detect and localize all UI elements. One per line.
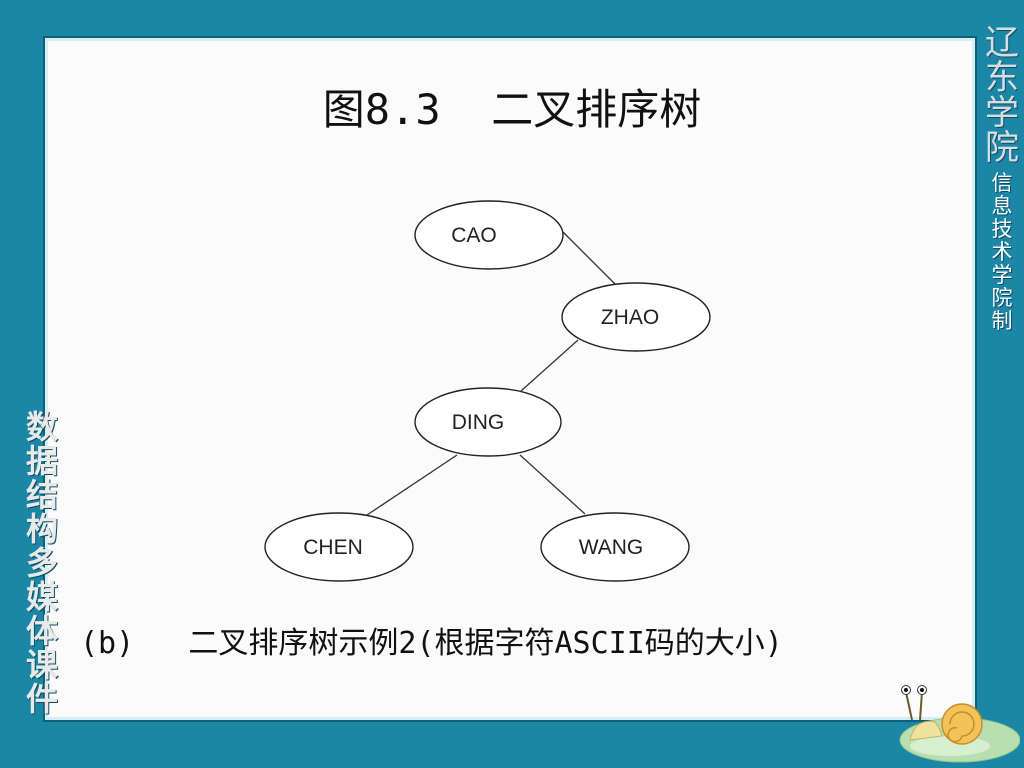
figure-caption: (b) 二叉排序树示例2(根据字符ASCII码的大小) <box>80 626 783 661</box>
course-char: 体 <box>25 612 58 650</box>
institution-watermark: 辽 东 学 院 信 息 技 术 学 院 制 <box>982 26 1022 333</box>
course-char: 媒 <box>25 578 58 616</box>
institution-char: 院 <box>985 128 1019 168</box>
slide-panel <box>45 38 975 720</box>
edge-ding-wang <box>519 454 586 515</box>
node-label-ding: DING <box>452 411 505 434</box>
edge-cao-zhao <box>562 231 619 288</box>
course-watermark: 数 据 结 构 多 媒 体 课 件 <box>18 410 66 716</box>
node-label-chen: CHEN <box>303 536 363 559</box>
institution-char: 学 <box>985 93 1019 133</box>
institution-char: 东 <box>985 58 1019 98</box>
node-label-wang: WANG <box>579 536 644 559</box>
department-char: 院 <box>991 286 1013 310</box>
tree-edges <box>366 231 619 516</box>
institution-char: 辽 <box>985 23 1019 63</box>
department-char: 技 <box>991 217 1013 241</box>
course-char: 课 <box>25 646 58 684</box>
course-char: 件 <box>25 680 58 718</box>
course-char: 数 <box>25 408 58 446</box>
department-char: 息 <box>991 194 1013 218</box>
course-char: 构 <box>25 510 58 548</box>
course-char: 多 <box>25 544 58 582</box>
node-label-cao: CAO <box>451 224 497 247</box>
tree-node-ding: DING <box>414 387 562 457</box>
course-char: 结 <box>25 476 58 514</box>
edge-ding-chen <box>366 454 458 516</box>
department-char: 学 <box>991 263 1013 287</box>
department-label: 信 息 技 术 学 院 制 <box>992 172 1013 333</box>
tree-node-cao: CAO <box>414 200 564 270</box>
course-char: 据 <box>25 442 58 480</box>
department-char: 信 <box>991 171 1013 195</box>
edge-zhao-ding <box>520 339 579 392</box>
snail-mascot-icon <box>899 685 1020 763</box>
department-char: 术 <box>991 240 1013 264</box>
tree-node-wang: WANG <box>540 512 690 582</box>
tree-node-chen: CHEN <box>264 512 414 582</box>
department-char: 制 <box>991 309 1013 333</box>
tree-node-zhao: ZHAO <box>561 282 711 352</box>
slide-title: 图8.3 二叉排序树 <box>322 85 702 134</box>
node-label-zhao: ZHAO <box>601 306 659 329</box>
